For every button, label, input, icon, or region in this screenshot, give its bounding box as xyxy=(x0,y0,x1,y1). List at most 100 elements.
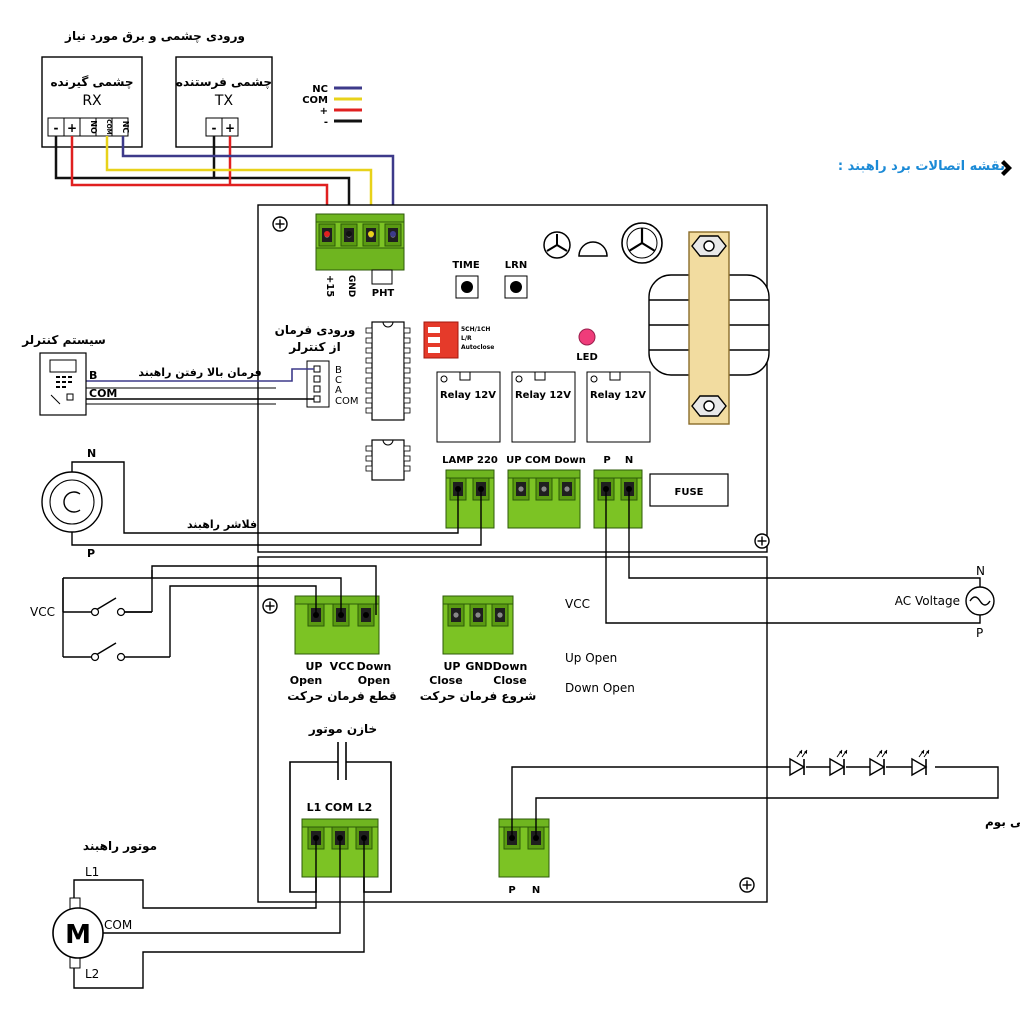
remote-pin-c: C xyxy=(335,375,342,386)
start-title: شروع فرمان حرکت xyxy=(420,689,537,704)
fuse: FUSE xyxy=(649,473,729,507)
flasher-n: N xyxy=(87,447,96,460)
led-strip-terminal-block: P N xyxy=(498,818,550,896)
status-led-icon xyxy=(578,328,596,346)
ac-source-icon xyxy=(965,586,995,616)
stop-term-down: Down xyxy=(357,660,392,673)
led-icon-1 xyxy=(789,749,808,776)
ac-wires xyxy=(605,489,981,624)
stop-term-down-2: Open xyxy=(358,674,391,687)
relay-1: Relay 12V xyxy=(436,371,501,443)
rx-title: چشمی گیرنده xyxy=(50,75,133,89)
small-capacitor xyxy=(543,231,571,259)
lrn-button[interactable]: LRN xyxy=(504,260,528,299)
remote-pin-a: A xyxy=(335,385,342,396)
tx-term-plus: + xyxy=(225,121,235,135)
stop-title: قطع فرمان حرکت xyxy=(287,689,396,703)
relay-3-label: Relay 12V xyxy=(590,390,646,401)
motor-title: موتور راهبند xyxy=(83,839,157,854)
rx-term-plus: + xyxy=(67,121,77,135)
rx-term-com: COM xyxy=(105,119,112,135)
rx-term-no: NO xyxy=(89,120,98,134)
motor-l2-label: L2 xyxy=(85,967,99,981)
ac-n-label: N xyxy=(976,564,985,578)
stop-term-vcc: VCC xyxy=(330,660,355,673)
vcc-right-label: VCC xyxy=(565,597,590,611)
motor-relay-terminal-block xyxy=(507,469,581,529)
controller-wire-label: فرمان بالا رفتن راهبند xyxy=(138,366,261,379)
fuse-label: FUSE xyxy=(675,487,704,498)
svg-text:M: M xyxy=(65,920,91,950)
start-term-up: UP xyxy=(444,660,461,673)
led-icon-4 xyxy=(911,749,930,776)
dip-label-2: L/R xyxy=(461,335,472,342)
motor-term-l2: L2 xyxy=(358,801,373,814)
flasher-wires xyxy=(71,461,482,546)
controller-device: سیستم کنترلر B COM xyxy=(21,333,117,416)
start-term-down: Down xyxy=(493,660,528,673)
legend-com: COM xyxy=(302,95,328,106)
led-icon-3 xyxy=(869,749,888,776)
dip-label-1: 5CH/1CH xyxy=(461,326,490,333)
motor-term-l1: L1 xyxy=(307,801,322,814)
transformer xyxy=(648,231,770,425)
down-open-label: Down Open xyxy=(565,681,635,695)
rx-term-nc: NC xyxy=(121,121,130,134)
rx-code: RX xyxy=(82,93,102,109)
lamp-terminal-label: LAMP 220 xyxy=(442,455,498,466)
dip-switch[interactable]: 5CH/1CH L/R Autoclose xyxy=(423,321,494,359)
motor-term-com: COM xyxy=(325,801,353,814)
term-pht-label: PHT xyxy=(372,288,395,299)
led-term-n: N xyxy=(532,885,540,896)
motor-wires xyxy=(73,840,365,989)
flasher-lamp-icon xyxy=(41,471,103,533)
limit-switches xyxy=(62,565,377,658)
flasher-label: فلاشر راهبند xyxy=(187,518,257,531)
section-title: نقشه اتصالات برد راهبند : xyxy=(838,159,1012,176)
term-15v-label: +15 xyxy=(324,275,335,297)
relay-2-label: Relay 12V xyxy=(515,390,571,401)
small-ic-chip xyxy=(365,439,411,481)
legend-plus: + xyxy=(320,106,328,117)
photocell-terminal-block: +15 GND PHT xyxy=(315,213,405,299)
tx-title: چشمی فرستنده xyxy=(176,75,272,89)
up-open-label: Up Open xyxy=(565,651,617,665)
controller-pin-b: B xyxy=(89,369,97,382)
tx-box: چشمی فرستنده TX - + xyxy=(175,56,273,148)
term-gnd-label: GND xyxy=(346,275,356,297)
stop-terminal-block: UP VCC Down Open Open قطع فرمان حرکت xyxy=(287,595,397,703)
power-terminal-n-label: N xyxy=(625,455,633,466)
start-term-gnd: GND xyxy=(465,660,492,673)
controller-wires xyxy=(86,368,314,405)
motor-capacitor-label: خازن موتور xyxy=(308,722,377,737)
lamp-terminal-block xyxy=(445,469,495,529)
switch-contacts xyxy=(90,607,126,662)
relay-2: Relay 12V xyxy=(511,371,576,443)
motor-relay-terminal-label: UP COM Down xyxy=(506,455,586,466)
relay-3: Relay 12V xyxy=(586,371,651,443)
power-terminal-p-label: P xyxy=(603,455,610,466)
start-term-up-2: Close xyxy=(429,674,462,687)
time-button-label: TIME xyxy=(452,260,479,271)
status-led-label: LED xyxy=(576,352,598,363)
legend-nc: NC xyxy=(312,84,328,95)
ac-voltage-label: AC Voltage xyxy=(895,594,960,608)
section-title-text: نقشه اتصالات برد راهبند : xyxy=(838,159,1005,174)
led-term-p: P xyxy=(508,885,515,896)
time-button[interactable]: TIME xyxy=(452,260,480,299)
start-terminal-block: UP GND Down Close Close شروع فرمان حرکت xyxy=(420,595,537,704)
voltage-regulator xyxy=(578,241,608,257)
start-term-down-2: Close xyxy=(493,674,526,687)
stop-term-up: UP xyxy=(306,660,323,673)
relay-1-label: Relay 12V xyxy=(440,390,496,401)
remote-pin-com: COM xyxy=(335,396,358,407)
chevron-right-icon xyxy=(1001,160,1012,176)
led-strip-label: LED شلنگی بوم xyxy=(985,815,1020,830)
tx-term-minus: - xyxy=(212,121,217,135)
stop-term-up-2: Open xyxy=(290,674,323,687)
remote-input-title-2: از کنترلر xyxy=(288,340,340,354)
wire-legend: NC COM + - xyxy=(302,84,362,128)
controller-title: سیستم کنترلر xyxy=(21,333,106,347)
